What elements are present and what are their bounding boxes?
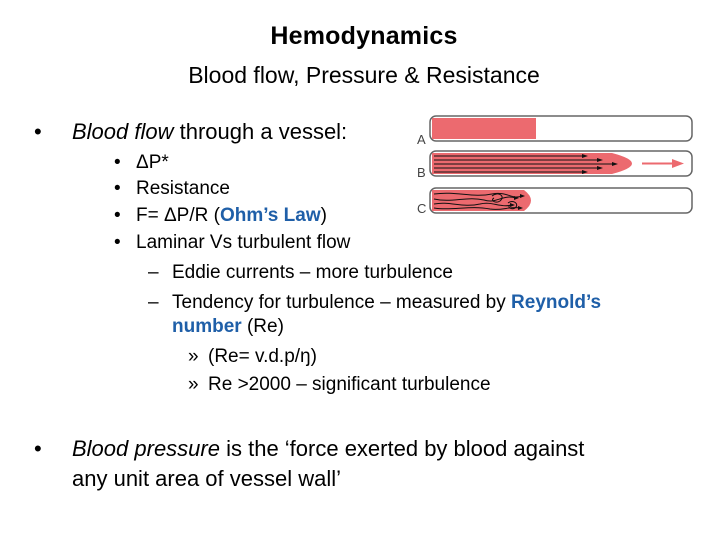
tendency-text: Tendency for turbulence – measured by bbox=[172, 292, 512, 313]
sub-mark: » bbox=[188, 374, 199, 395]
bullet-dot: • bbox=[34, 119, 42, 144]
blood-pressure-line2: any unit area of vessel wall’ bbox=[72, 466, 342, 491]
turbulent-flow-lines bbox=[433, 192, 523, 210]
ohm-pre: F= ΔP/R ( bbox=[136, 205, 220, 226]
number-highlight: number bbox=[172, 316, 242, 337]
blood-pressure-rest: is the ‘force exerted by blood against bbox=[219, 436, 585, 461]
blood-flow-italic: Blood flow bbox=[72, 119, 174, 144]
bullet-dot: • bbox=[114, 152, 121, 173]
item-laminar: Laminar Vs turbulent flow bbox=[136, 232, 351, 253]
item-tendency-line2: number (Re) bbox=[172, 316, 284, 338]
ohm-post: ) bbox=[320, 205, 327, 226]
slide-title: Hemodynamics bbox=[270, 22, 458, 50]
item-tendency: Tendency for turbulence – measured by Re… bbox=[172, 292, 601, 314]
flow-arrow-head bbox=[672, 159, 684, 168]
laminar-flow-lines bbox=[434, 155, 612, 173]
laminar-arrowheads bbox=[582, 154, 618, 174]
blood-pressure-italic: Blood pressure bbox=[72, 436, 220, 461]
bullet-dot: • bbox=[114, 178, 121, 199]
slide-subtitle: Blood flow, Pressure & Resistance bbox=[188, 62, 540, 88]
reynolds-highlight: Reynold’s bbox=[511, 292, 602, 313]
item-delta-p: ΔP* bbox=[136, 152, 169, 173]
label-b: B bbox=[417, 165, 426, 180]
bullet-dot: • bbox=[114, 232, 121, 253]
dash-mark: – bbox=[148, 292, 159, 313]
flow-diagram: A B C bbox=[417, 115, 693, 216]
bullet-blood-pressure: Blood pressure is the ‘force exerted by … bbox=[72, 436, 584, 462]
label-c: C bbox=[417, 201, 426, 216]
item-eddie: Eddie currents – more turbulence bbox=[172, 262, 453, 283]
blood-flow-rest: through a vessel: bbox=[173, 119, 348, 144]
ohms-law-highlight: Ohm’s Law bbox=[219, 205, 321, 226]
re-suffix: (Re) bbox=[241, 316, 284, 337]
bullet-blood-flow: Blood flow through a vessel: bbox=[72, 119, 347, 145]
sub-mark: » bbox=[188, 346, 199, 367]
bullet-dot: • bbox=[114, 205, 121, 226]
item-re-threshold: Re >2000 – significant turbulence bbox=[208, 374, 491, 395]
item-re-formula: (Re= v.d.p/ŋ) bbox=[208, 346, 317, 367]
item-resistance: Resistance bbox=[136, 178, 230, 199]
bullet-dot: • bbox=[34, 436, 42, 461]
label-a: A bbox=[417, 132, 426, 147]
turbulent-arrowheads bbox=[510, 194, 525, 210]
tube-a-fill bbox=[432, 118, 536, 139]
dash-mark: – bbox=[148, 262, 159, 283]
item-ohms-law: F= ΔP/R (Ohm’s Law) bbox=[136, 205, 327, 227]
